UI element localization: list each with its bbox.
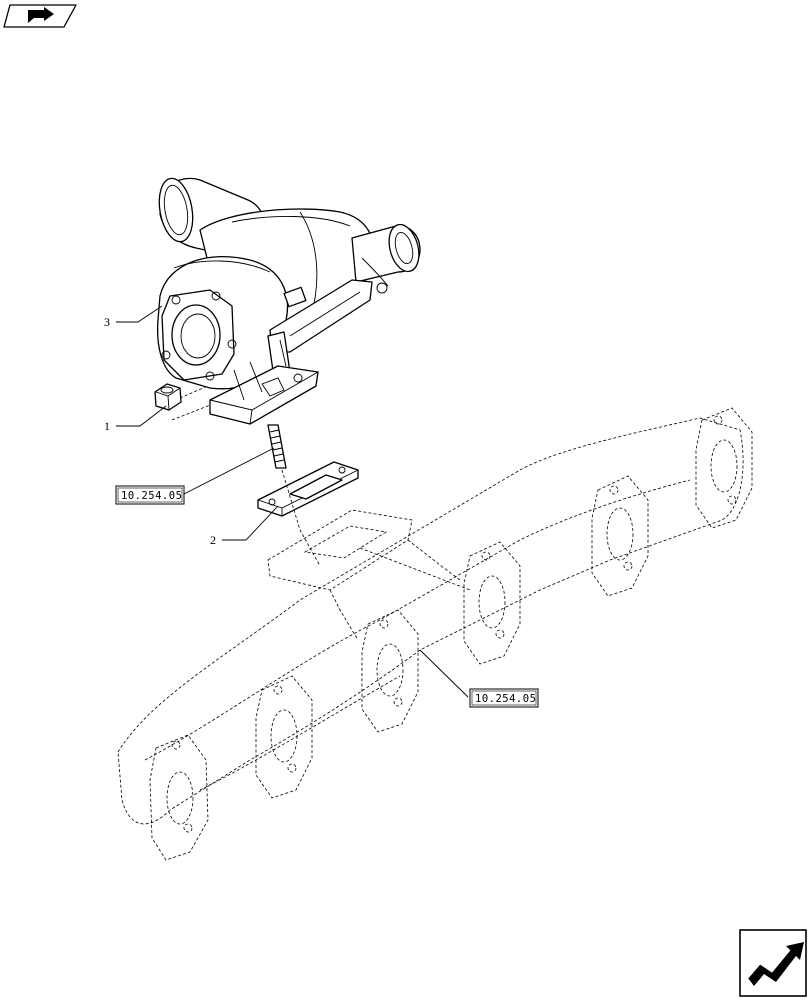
manifold-turbo-flange bbox=[267, 509, 471, 641]
manifold-port-5 bbox=[591, 475, 649, 597]
reference-box-a[interactable]: 10.254.05 bbox=[115, 485, 185, 505]
prev-page-arrow-icon[interactable] bbox=[3, 4, 77, 28]
leader-lines bbox=[116, 305, 469, 698]
callout-2: 2 bbox=[210, 533, 216, 547]
callout-3: 3 bbox=[104, 315, 110, 329]
next-page-arrow-icon[interactable] bbox=[739, 929, 807, 997]
turbo-gasket bbox=[257, 461, 359, 517]
manifold-port-3 bbox=[361, 609, 419, 733]
leader-3 bbox=[116, 305, 163, 323]
manifold-port-4 bbox=[463, 541, 521, 665]
reference-label-a: 10.254.05 bbox=[121, 490, 182, 502]
turbocharger bbox=[156, 177, 421, 425]
reference-label-b: 10.254.05 bbox=[475, 693, 536, 705]
exhaust-manifold bbox=[117, 407, 753, 861]
mounting-stud bbox=[267, 424, 321, 567]
leader-1 bbox=[116, 405, 167, 427]
leader-2 bbox=[222, 505, 279, 541]
leader-ref-a bbox=[183, 447, 275, 495]
reference-box-b[interactable]: 10.254.05 bbox=[469, 688, 539, 708]
manifold-port-1 bbox=[149, 734, 209, 861]
callout-1: 1 bbox=[104, 419, 110, 433]
leader-ref-b bbox=[419, 649, 469, 698]
manifold-port-6 bbox=[695, 407, 753, 529]
manifold-port-2 bbox=[255, 675, 313, 799]
